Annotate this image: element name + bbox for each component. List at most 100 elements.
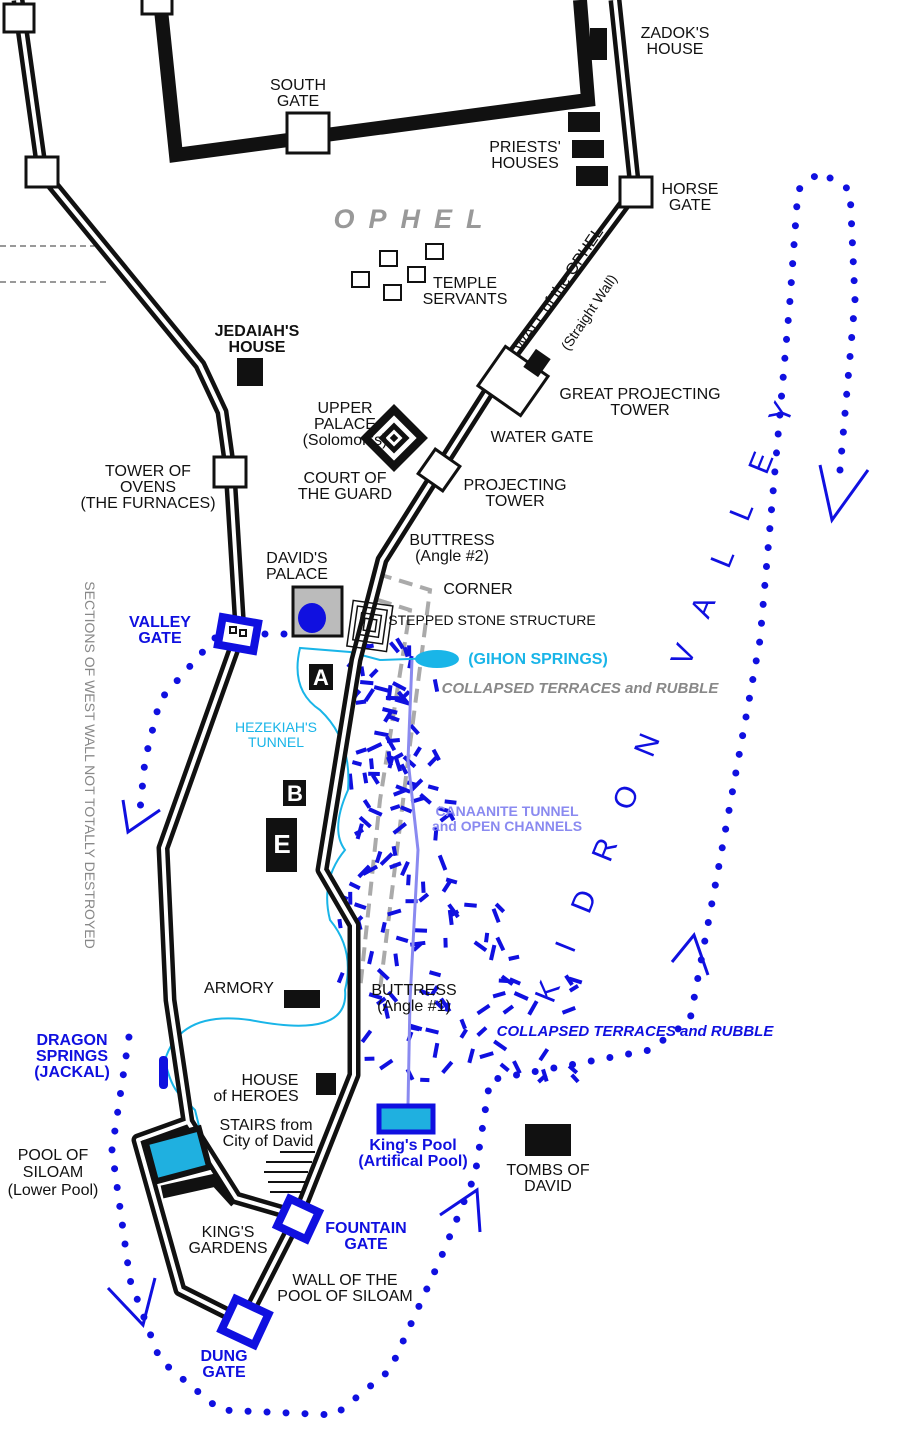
rubble-dash xyxy=(391,845,398,857)
rubble-dash xyxy=(473,940,488,953)
rubble-dash xyxy=(412,942,423,952)
marker-a: A xyxy=(309,664,333,690)
rubble-dash xyxy=(355,699,367,705)
temple-servants-houses xyxy=(351,243,444,301)
rubble-dash xyxy=(386,684,393,701)
rubble-dash xyxy=(400,805,413,814)
rubble-dash xyxy=(432,1042,440,1058)
fountain-gate-icon xyxy=(271,1193,325,1245)
rubble-dash xyxy=(509,977,521,986)
label-armory: ARMORY xyxy=(204,980,274,997)
rubble-dash xyxy=(382,1003,390,1019)
rubble-dash xyxy=(376,968,390,981)
tombs-of-david-marker xyxy=(525,1124,571,1156)
tower-marker xyxy=(523,348,551,378)
rubble-dash xyxy=(379,1058,394,1071)
rubble-dash xyxy=(431,748,441,762)
armory-marker xyxy=(284,990,320,1008)
rubble-dash xyxy=(447,903,460,919)
rubble-dash xyxy=(391,681,407,692)
rubble-dash xyxy=(385,735,397,752)
rubble-dash xyxy=(568,976,583,985)
rubble-dash xyxy=(428,970,442,978)
rubble-dash xyxy=(368,992,383,1001)
dotted-route xyxy=(108,167,859,1419)
south-gate-icon xyxy=(285,111,331,155)
rubble-dash xyxy=(464,902,477,908)
rubble-dash xyxy=(400,860,410,877)
temple-mount-wall xyxy=(153,0,596,163)
rubble-dash xyxy=(368,807,383,817)
rubble-dash xyxy=(367,950,375,965)
rubble-dash xyxy=(358,815,372,829)
rubble-dash xyxy=(418,988,430,997)
rubble-dash xyxy=(355,747,368,755)
rubble-dash xyxy=(476,1003,491,1016)
label-wall-of-ophel: WALL of the OPHEL xyxy=(512,224,608,354)
valley-gate-inner xyxy=(229,626,247,637)
rubble-dash xyxy=(393,953,399,967)
label-gihon-springs: (GIHON SPRINGS) xyxy=(468,651,608,668)
rubble-dash xyxy=(347,773,354,790)
rubble-dash xyxy=(489,944,497,961)
direction-arrow-icons xyxy=(106,464,870,1329)
rubble-dash xyxy=(355,823,364,840)
tower-of-ovens-icon xyxy=(212,455,248,489)
rubble-dash xyxy=(348,881,361,891)
rubble-dash xyxy=(380,921,387,933)
rubble-dash xyxy=(538,1048,550,1062)
zadoks-house-marker xyxy=(590,28,607,60)
rubble-dash xyxy=(337,918,343,929)
rubble-dash xyxy=(409,1025,420,1032)
rubble-dash xyxy=(389,861,402,870)
tower-icon xyxy=(140,0,174,16)
rubble-dash xyxy=(388,714,400,723)
rubble-dash xyxy=(359,666,365,677)
rubble-dash xyxy=(484,932,490,943)
label-buttress-1: BUTTRESS(Angle #1) xyxy=(371,982,456,1015)
label-west-wall-sections: SECTIONS OF WEST WALL NOT TOTALLY DESTRO… xyxy=(82,581,98,948)
reference-lines xyxy=(0,245,110,283)
label-kings-pool: King's Pool(Artifical Pool) xyxy=(358,1137,467,1170)
corner-dashed-lines xyxy=(358,572,433,991)
rubble-dash xyxy=(499,1062,510,1073)
rubble-dash xyxy=(363,688,375,703)
rubble-dash xyxy=(467,1048,475,1064)
rubble-dash xyxy=(383,711,393,723)
rubble-dash xyxy=(495,936,506,952)
projecting-tower-icon xyxy=(416,447,462,493)
rubble-dash xyxy=(388,641,400,654)
marker-a-label: A xyxy=(313,665,329,690)
rubble-dash xyxy=(419,792,432,805)
rubble-dash xyxy=(392,787,408,797)
rubble-dash xyxy=(362,799,372,809)
rubble-dash xyxy=(441,878,453,893)
rubble-dash xyxy=(444,1002,451,1012)
rubble-dash xyxy=(541,1068,549,1082)
marker-b-label: B xyxy=(287,781,303,806)
gihon-springs-icon xyxy=(415,650,459,668)
gate-towers xyxy=(2,0,654,493)
rubble-dash xyxy=(491,908,501,924)
rubble-dash xyxy=(432,679,440,692)
rubble-dash xyxy=(395,935,409,944)
rubble-dash xyxy=(494,902,506,914)
marker-b: B xyxy=(283,780,306,806)
rubble-dash xyxy=(561,1006,576,1015)
tower-icon xyxy=(24,155,60,189)
rubble-dash xyxy=(568,984,580,993)
rubble-dash xyxy=(570,1073,580,1084)
horse-gate-icon xyxy=(618,175,654,209)
blue-gates xyxy=(213,612,325,1351)
rubble-dash xyxy=(441,1060,454,1075)
